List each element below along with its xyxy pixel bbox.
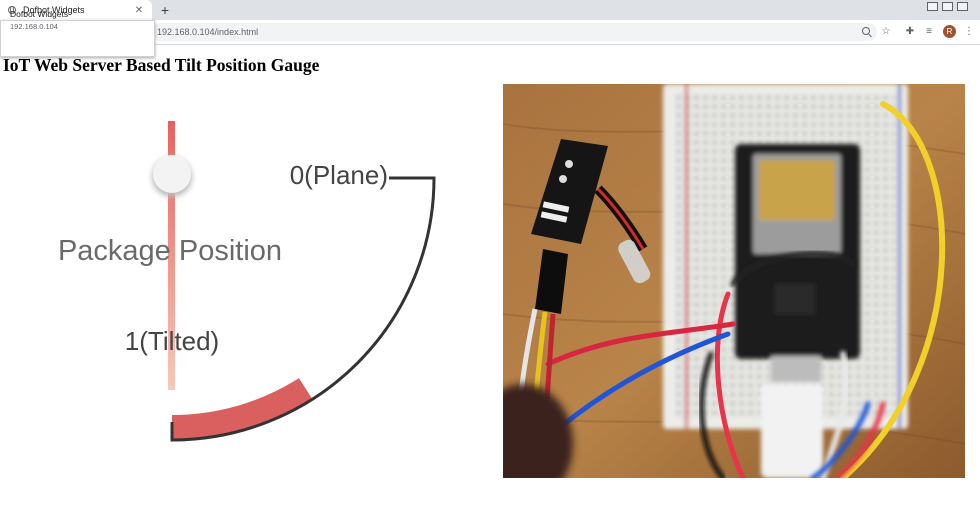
minimize-window-icon[interactable] <box>927 2 938 11</box>
gauge-knob[interactable] <box>153 155 191 193</box>
gauge-value-fill <box>172 378 313 440</box>
page-title: IoT Web Server Based Tilt Position Gauge <box>3 55 320 75</box>
tab-title: Dofbot Widgets <box>23 5 85 15</box>
hardware-photo <box>503 84 965 478</box>
browser-tab[interactable]: Dofbot Widgets ✕ <box>0 0 152 20</box>
url-text[interactable]: 192.168.0.104/index.html <box>157 27 259 37</box>
reading-list-icon[interactable]: ≡ <box>926 26 932 37</box>
profile-avatar[interactable]: R <box>943 25 956 38</box>
gauge-title: Package Position <box>58 235 282 267</box>
tab-hover-title: Dofbot Widgets <box>10 9 69 19</box>
tab-hover-url: 192.168.0.104 <box>10 22 58 31</box>
tilt-position-gauge: Package Position 0(Plane) 1(Tilted) <box>58 121 436 442</box>
finger <box>503 384 573 478</box>
gauge-label-plane: 0(Plane) <box>290 160 388 190</box>
browser-menu-icon[interactable]: ⋮ <box>964 26 974 37</box>
tilt-sensor-module <box>518 139 651 400</box>
tab-strip <box>0 0 980 20</box>
new-tab-button[interactable]: + <box>160 2 170 18</box>
tab-close-icon[interactable]: ✕ <box>134 4 144 16</box>
globe-icon <box>8 6 16 14</box>
restore-window-icon[interactable] <box>942 2 953 11</box>
close-window-icon[interactable] <box>957 2 968 11</box>
tab-hover-card <box>0 20 155 57</box>
address-bar[interactable] <box>152 23 877 41</box>
extensions-puzzle-icon[interactable]: ✚ <box>905 26 915 37</box>
gauge-label-tilted: 1(Tilted) <box>125 326 219 356</box>
bookmark-star-icon[interactable]: ☆ <box>881 26 891 37</box>
nodemcu-board <box>735 144 860 478</box>
gauge-outer-arc <box>170 176 436 442</box>
zoom-icon[interactable] <box>862 27 870 35</box>
